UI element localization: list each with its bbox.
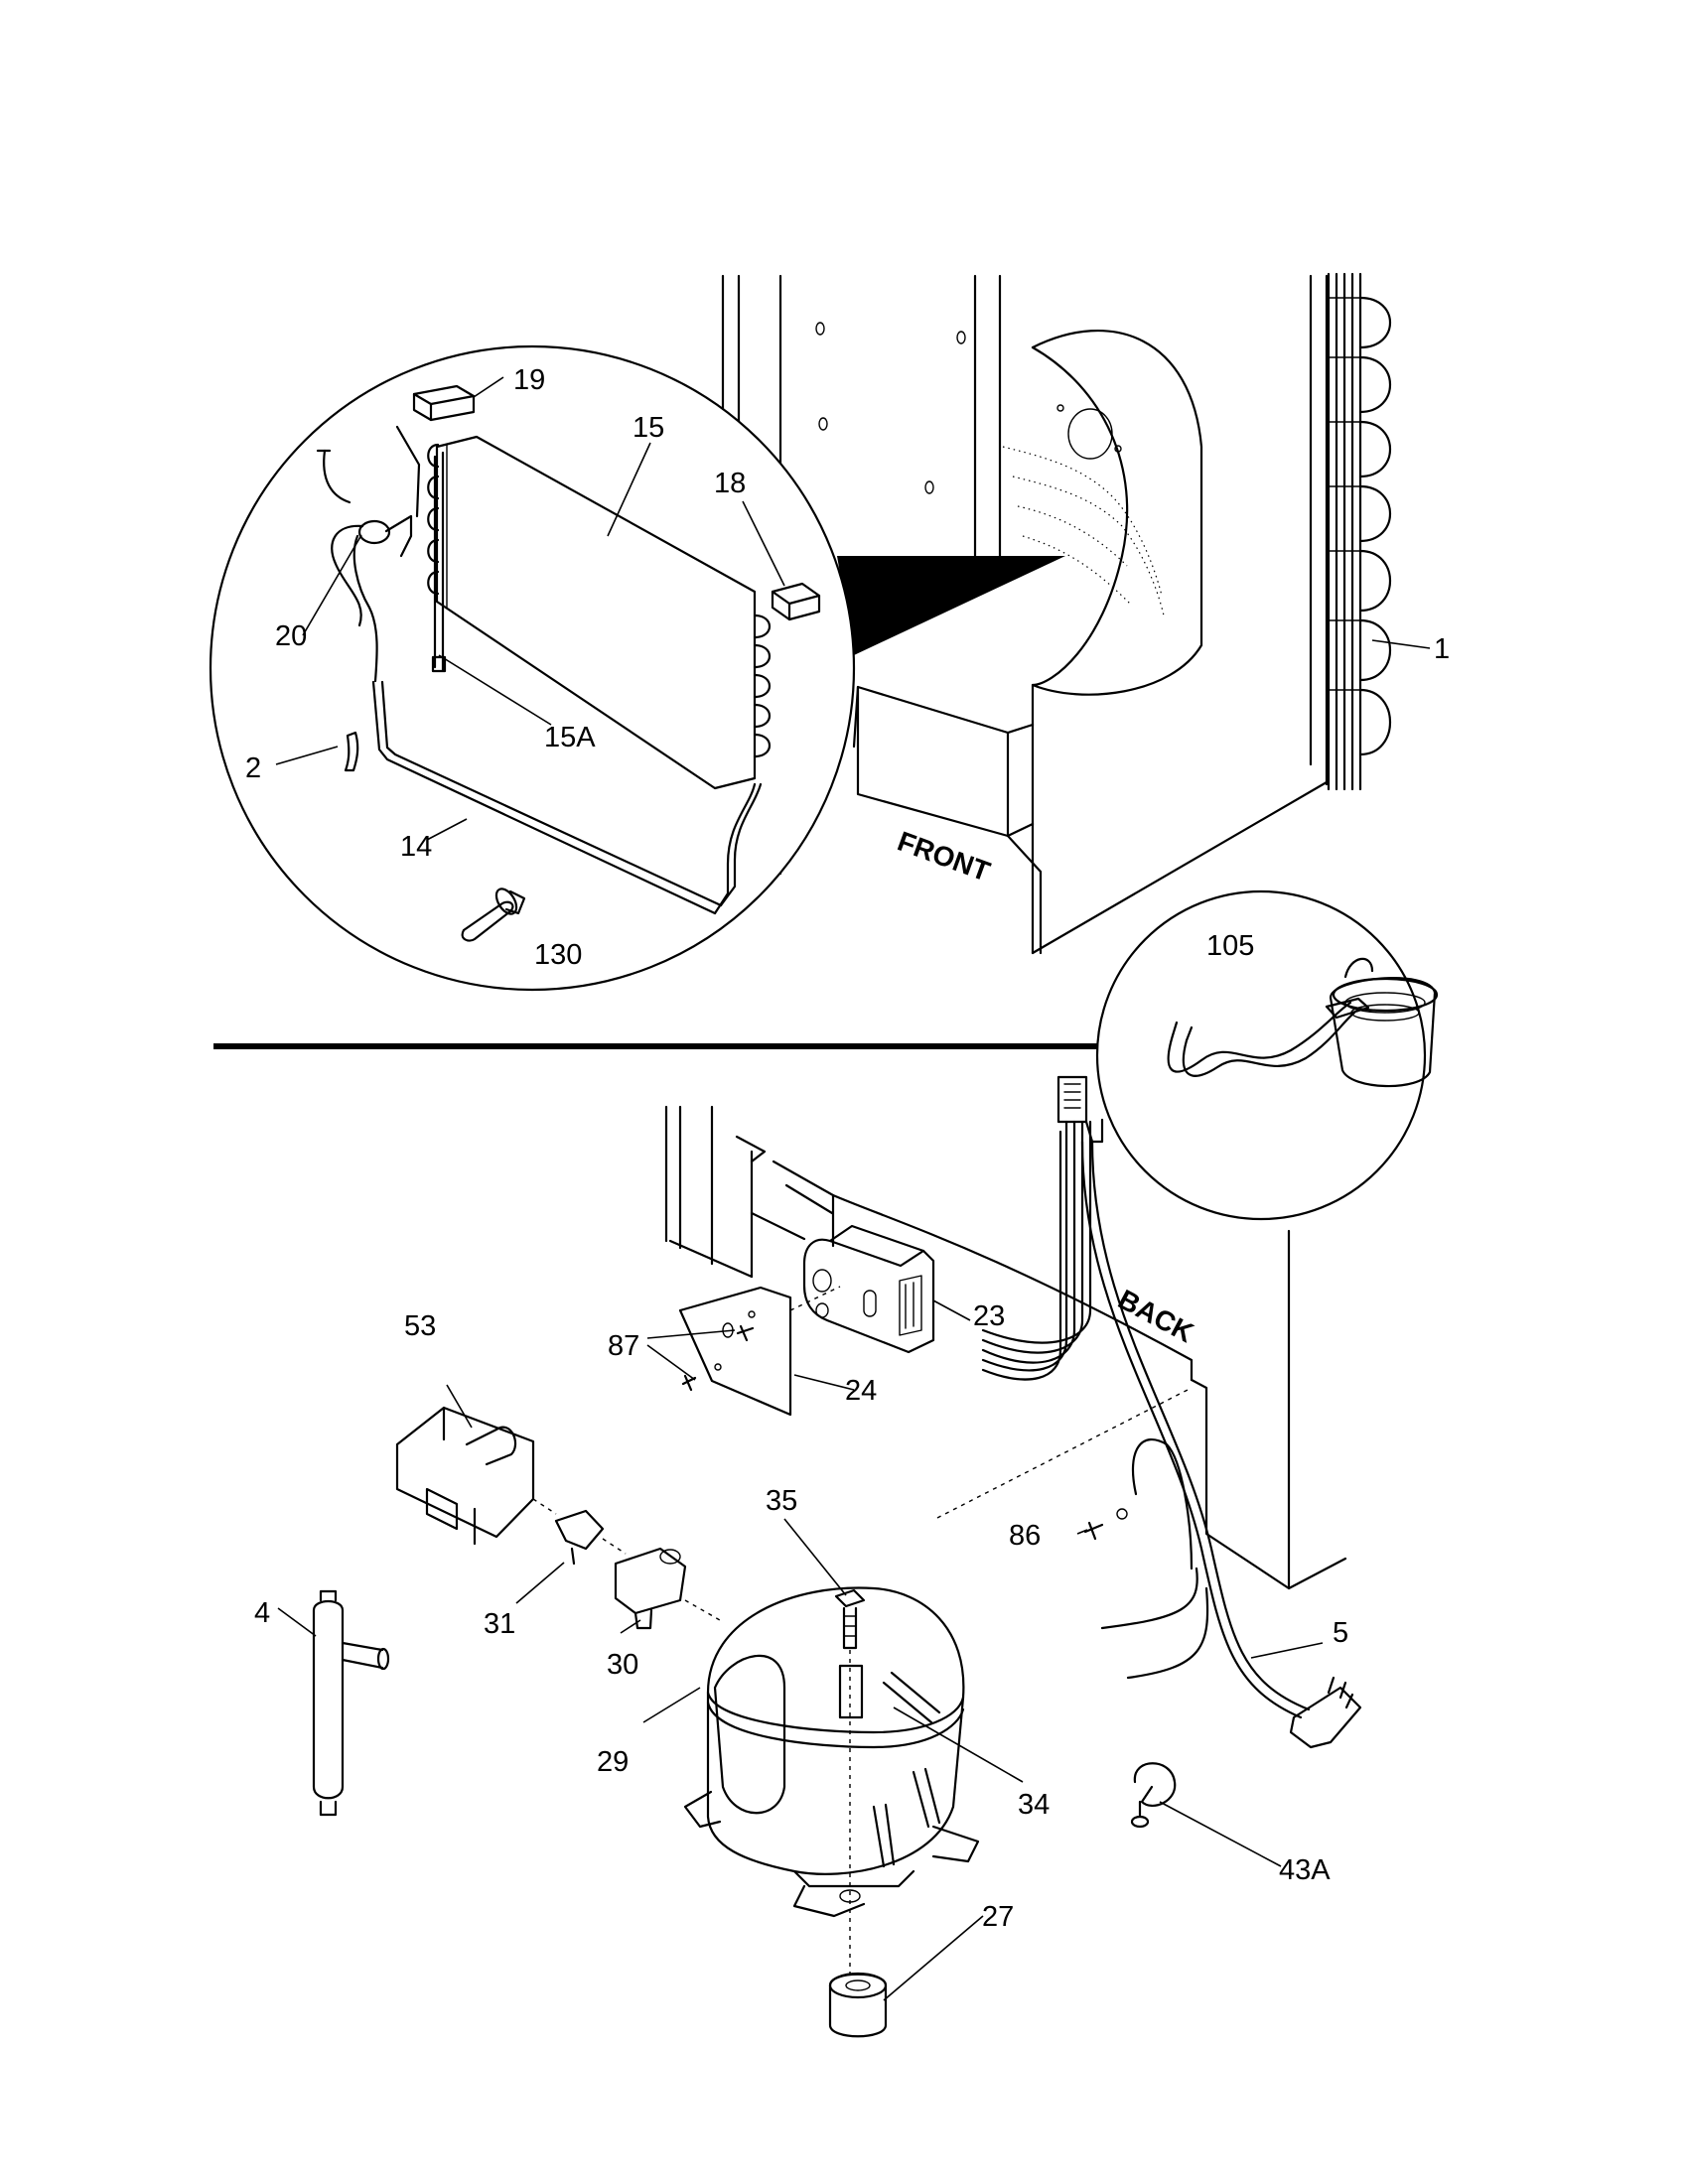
back-text: BACK <box>1113 1284 1198 1348</box>
wire-harness <box>981 1075 1362 1749</box>
label-130: 130 <box>534 939 582 971</box>
label-30: 30 <box>607 1649 638 1681</box>
evaporator-inset <box>209 344 856 992</box>
label-31: 31 <box>484 1608 515 1640</box>
label-53: 53 <box>404 1310 436 1342</box>
front-text: FRONT <box>894 826 994 887</box>
filter-drier-4 <box>312 1589 390 1817</box>
part-labels: 19 15 18 20 15A 2 14 130 1 105 53 23 87 … <box>245 364 1450 1933</box>
label-4: 4 <box>254 1597 270 1629</box>
label-20: 20 <box>275 620 307 652</box>
label-14: 14 <box>400 831 432 863</box>
label-105: 105 <box>1206 930 1254 962</box>
label-24: 24 <box>845 1375 877 1407</box>
label-87: 87 <box>608 1330 639 1362</box>
condenser-coil-1 <box>1327 272 1392 791</box>
relay-assembly <box>395 1406 721 1630</box>
label-18: 18 <box>714 468 746 499</box>
label-43a: 43A <box>1279 1854 1331 1886</box>
label-86: 86 <box>1009 1520 1041 1552</box>
compressor-29 <box>683 1586 980 2038</box>
label-19: 19 <box>513 364 545 396</box>
evaporator-fins <box>435 435 757 790</box>
label-23: 23 <box>973 1300 1005 1332</box>
label-29: 29 <box>597 1746 629 1778</box>
drain-pan-inset <box>1095 889 1439 1221</box>
label-1: 1 <box>1434 633 1450 665</box>
defrost-timer-assembly <box>678 1224 935 1417</box>
label-15: 15 <box>633 412 664 444</box>
label-27: 27 <box>982 1901 1014 1933</box>
label-5: 5 <box>1333 1617 1348 1649</box>
part-130-drain-plug <box>461 887 526 942</box>
callout-pointer <box>837 556 1065 655</box>
leader-lines <box>275 376 1431 2001</box>
label-15a: 15A <box>544 722 596 753</box>
label-34: 34 <box>1018 1789 1050 1821</box>
clamp-43a <box>1130 1762 1177 1829</box>
label-35: 35 <box>766 1485 797 1517</box>
label-2: 2 <box>245 752 261 784</box>
